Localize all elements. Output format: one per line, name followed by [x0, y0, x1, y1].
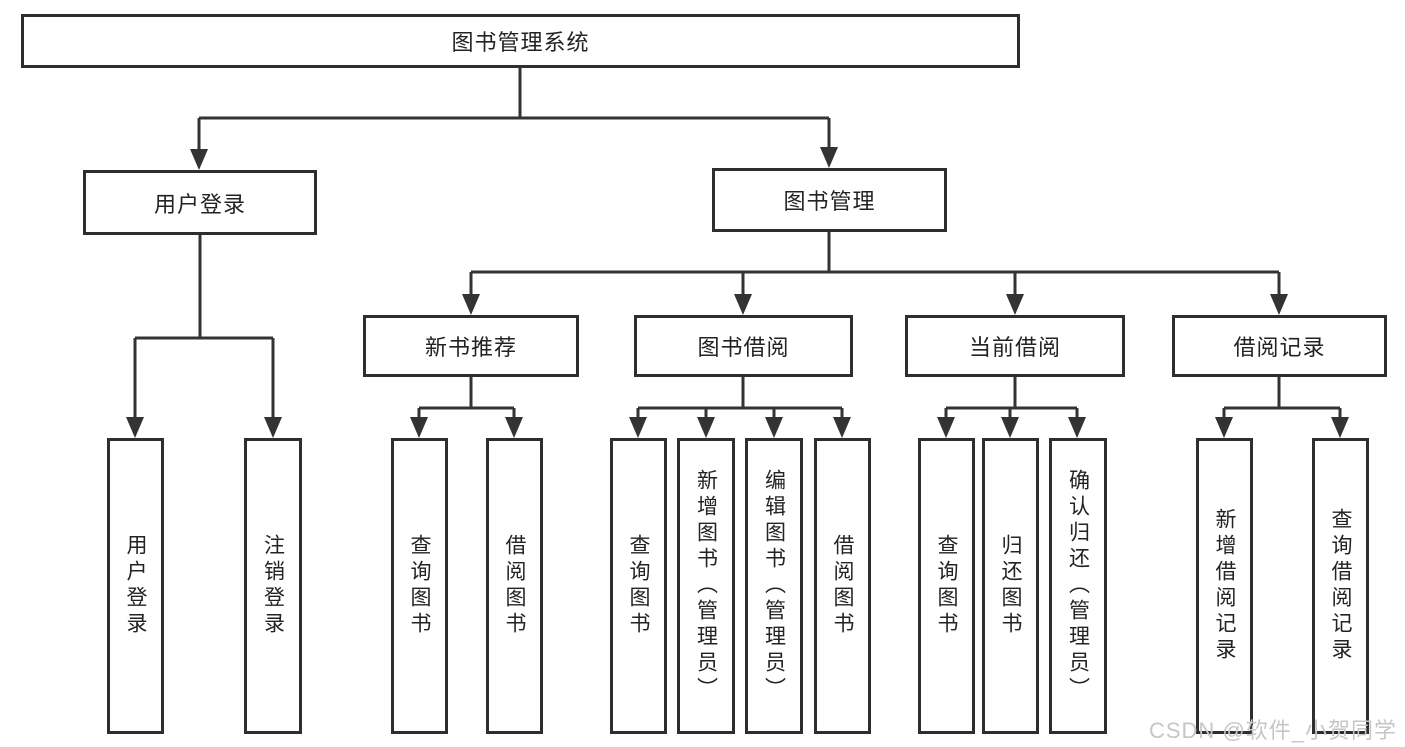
node-book-borrowing: 图书借阅	[634, 315, 853, 377]
node-new-book-recommendation: 新书推荐	[363, 315, 579, 377]
leaf-return-books: 归还图书	[982, 438, 1039, 734]
arrow-down-icon	[1331, 417, 1349, 438]
arrow-down-icon	[126, 417, 144, 438]
node-library-management-system: 图书管理系统	[21, 14, 1020, 68]
node-current-borrowing: 当前借阅	[905, 315, 1125, 377]
leaf-query-borrow-record: 查询借阅记录	[1312, 438, 1369, 734]
arrow-down-icon	[1215, 417, 1233, 438]
leaf-query-books-recommend: 查询图书	[391, 438, 448, 734]
leaf-query-books-current: 查询图书	[918, 438, 975, 734]
connector-root-to-level2	[190, 68, 838, 170]
arrow-down-icon	[190, 149, 208, 170]
arrow-down-icon	[264, 417, 282, 438]
leaf-query-books-borrowing: 查询图书	[610, 438, 667, 734]
arrow-down-icon	[410, 417, 428, 438]
arrow-down-icon	[1270, 294, 1288, 315]
leaf-user-login: 用户登录	[107, 438, 164, 734]
leaf-borrow-books: 借阅图书	[814, 438, 871, 734]
arrow-down-icon	[734, 294, 752, 315]
node-book-management: 图书管理	[712, 168, 947, 232]
connector-new-book-recommendation	[410, 377, 523, 438]
connector-borrowing-records	[1215, 377, 1349, 438]
leaf-add-book-admin: 新增图书（管理员）	[677, 438, 735, 734]
connector-book-borrowing	[629, 377, 851, 438]
node-user-login: 用户登录	[83, 170, 317, 235]
watermark: CSDN @软件_小贺同学	[1148, 718, 1397, 743]
arrow-down-icon	[1001, 417, 1019, 438]
arrow-down-icon	[697, 417, 715, 438]
arrow-down-icon	[765, 417, 783, 438]
arrow-down-icon	[1068, 417, 1086, 438]
arrow-down-icon	[1006, 294, 1024, 315]
leaf-add-borrow-record: 新增借阅记录	[1196, 438, 1253, 734]
leaf-confirm-return-admin: 确认归还（管理员）	[1049, 438, 1107, 734]
node-borrowing-records: 借阅记录	[1172, 315, 1387, 377]
connector-user-login-branch	[126, 235, 282, 438]
arrow-down-icon	[833, 417, 851, 438]
connector-book-management-to-groups	[462, 232, 1288, 315]
leaf-edit-book-admin: 编辑图书（管理员）	[745, 438, 803, 734]
arrow-down-icon	[937, 417, 955, 438]
arrow-down-icon	[462, 294, 480, 315]
leaf-borrow-books-recommend: 借阅图书	[486, 438, 543, 734]
arrow-down-icon	[820, 147, 838, 168]
arrow-down-icon	[629, 417, 647, 438]
leaf-logout-login: 注销登录	[244, 438, 302, 734]
arrow-down-icon	[505, 417, 523, 438]
connector-current-borrowing	[937, 377, 1086, 438]
